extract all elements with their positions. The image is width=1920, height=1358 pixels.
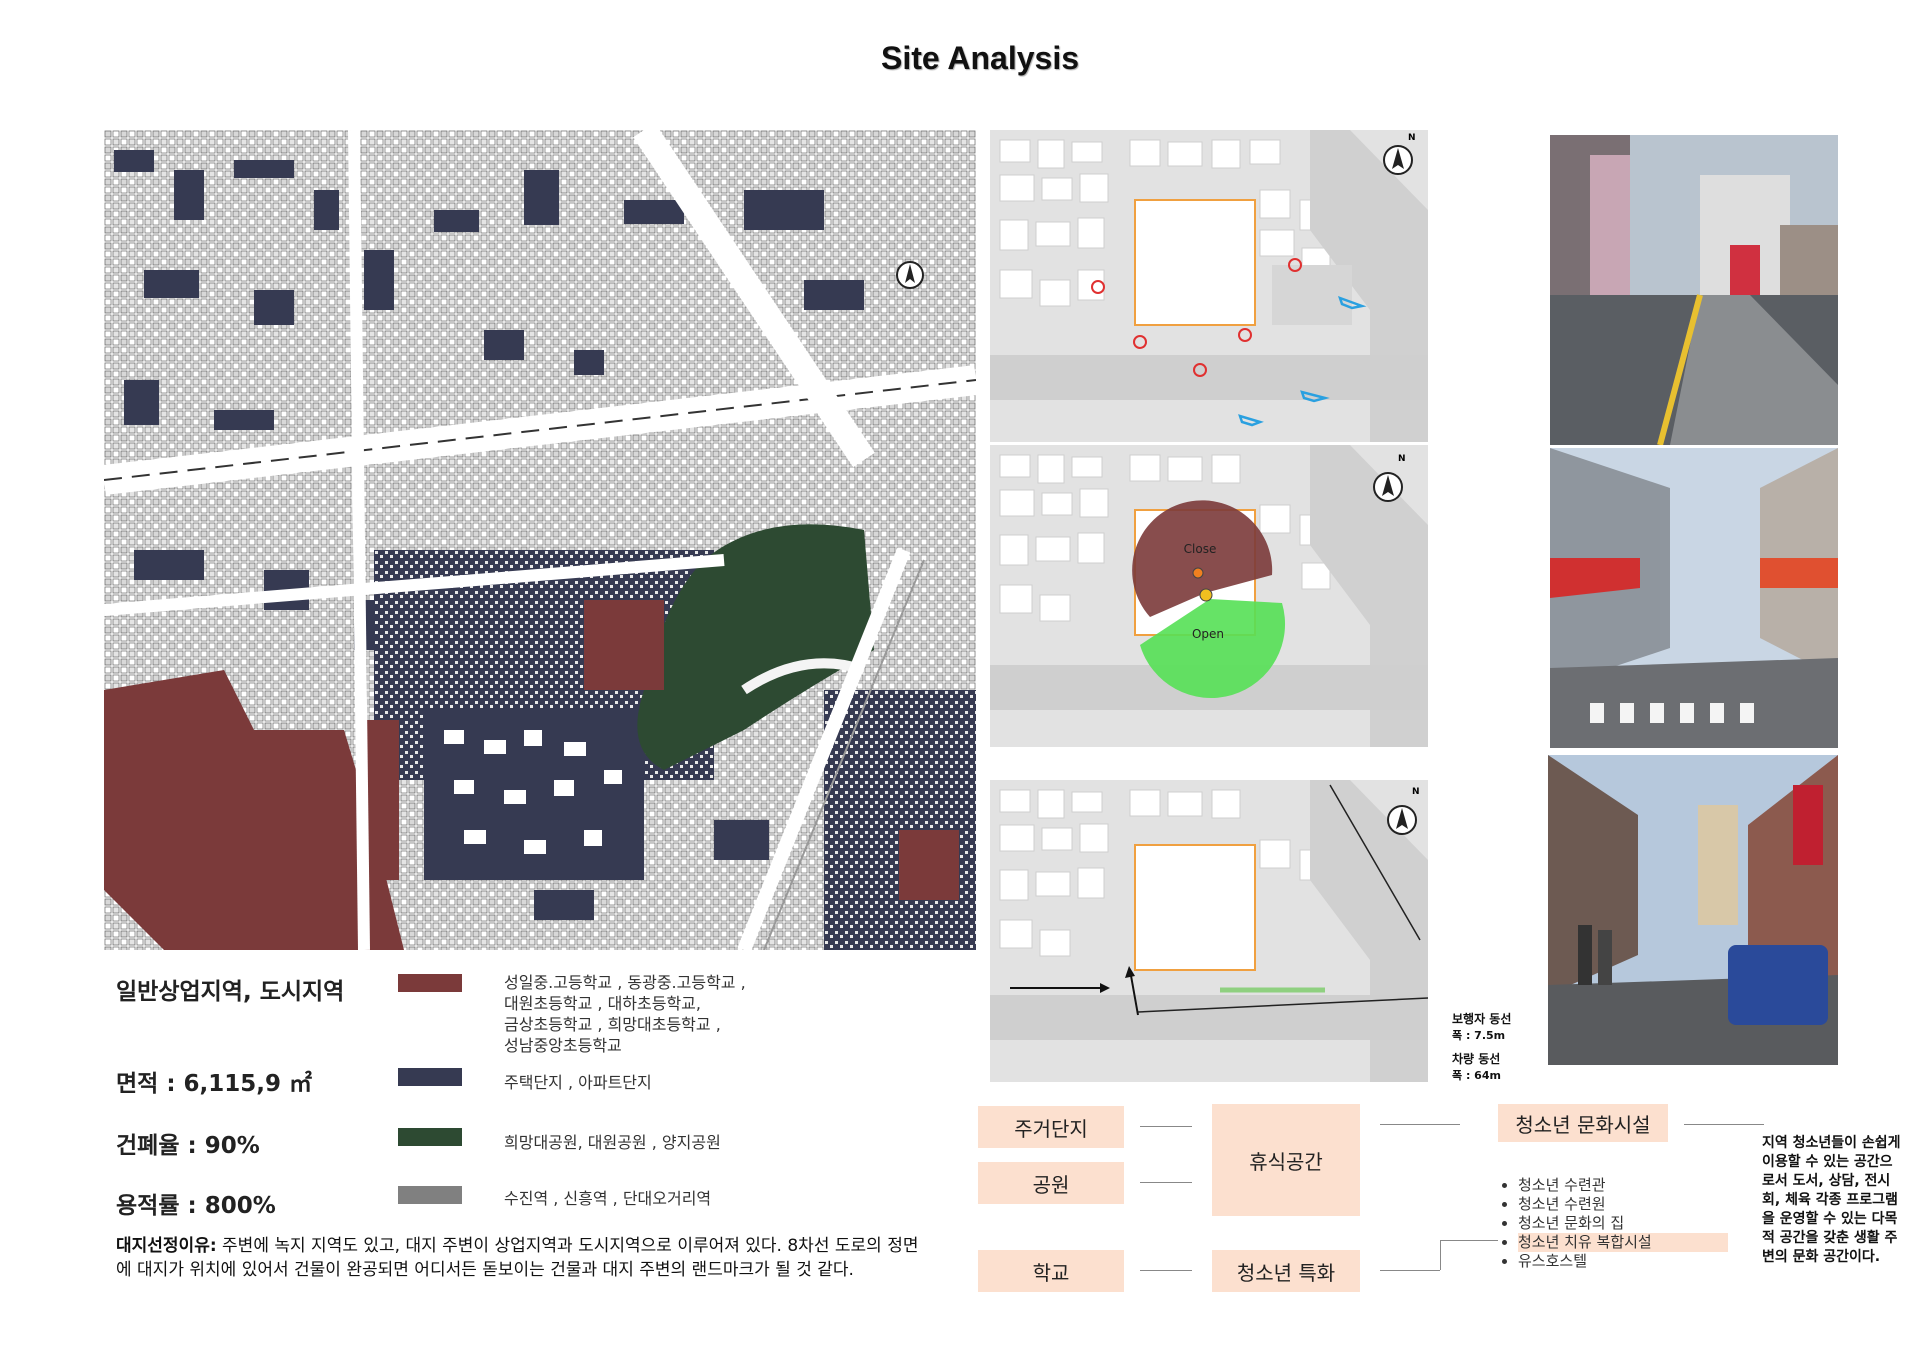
site-map-sun-wind: N bbox=[990, 130, 1428, 442]
north-label-1: N bbox=[1408, 133, 1416, 143]
legend-label-1: 면적 : 6,115,9 ㎡ bbox=[116, 1071, 313, 1097]
box-school: 학교 bbox=[978, 1250, 1124, 1292]
legend-desc-0: 성일중.고등학교 , 동광중.고등학교 , 대원초등학교 , 대하초등학교, 금… bbox=[504, 972, 746, 1056]
program-list: 청소년 수련관 청소년 수련원 청소년 문화의 집 청소년 치유 복합시설 유스… bbox=[1498, 1176, 1728, 1271]
box-rest-space: 휴식공간 bbox=[1212, 1104, 1360, 1216]
legend-swatch-park bbox=[398, 1128, 462, 1146]
legend-label-0: 일반상업지역, 도시지역 bbox=[116, 979, 345, 1005]
program-item: 청소년 문화의 집 bbox=[1518, 1214, 1728, 1233]
legend-swatch-residential bbox=[398, 1068, 462, 1086]
connector bbox=[1140, 1182, 1192, 1183]
legend-label-3: 용적률 : 800% bbox=[116, 1193, 276, 1219]
connector bbox=[1440, 1240, 1441, 1270]
north-label-2: N bbox=[1398, 454, 1406, 464]
legend-desc-1: 주택단지 , 아파트단지 bbox=[504, 1073, 652, 1092]
street-photo-1 bbox=[1550, 135, 1838, 445]
box-residential: 주거단지 bbox=[978, 1106, 1124, 1148]
legend-desc-line: 성남중앙초등학교 bbox=[504, 1036, 622, 1055]
legend-swatch-commercial bbox=[398, 974, 462, 992]
pedestrian-flow-label: 보행자 동선 폭 : 7.5m bbox=[1452, 1010, 1511, 1043]
program-item-highlight: 청소년 치유 복합시설 bbox=[1518, 1233, 1728, 1252]
program-item: 청소년 수련원 bbox=[1518, 1195, 1728, 1214]
program-item: 유스호스텔 bbox=[1518, 1252, 1728, 1271]
vehicle-label: 차량 동선 bbox=[1452, 1052, 1501, 1066]
box-park: 공원 bbox=[978, 1162, 1124, 1204]
site-map-circulation: N bbox=[990, 780, 1428, 1082]
close-label: Close bbox=[1184, 542, 1217, 556]
reason-text: 주변에 녹지 지역도 있고, 대지 주변이 상업지역과 도시지역으로 이루어져 … bbox=[116, 1236, 919, 1280]
connector bbox=[1380, 1270, 1440, 1271]
open-label: Open bbox=[1192, 627, 1224, 641]
urban-context-map bbox=[104, 130, 976, 950]
legend-swatch-station bbox=[398, 1186, 462, 1204]
connector bbox=[1440, 1240, 1498, 1241]
connector bbox=[1684, 1124, 1764, 1125]
connector bbox=[1140, 1270, 1192, 1271]
legend-desc-2: 희망대공원, 대원공원 , 양지공원 bbox=[504, 1133, 721, 1152]
vehicle-width: 폭 : 64m bbox=[1452, 1069, 1501, 1082]
box-youth-special: 청소년 특화 bbox=[1212, 1250, 1360, 1292]
facility-description: 지역 청소년들이 손쉽게 이용할 수 있는 공간으로서 도서, 상담, 전시회,… bbox=[1762, 1135, 1901, 1265]
street-photo-2 bbox=[1550, 448, 1838, 748]
urban-map-graphic bbox=[104, 130, 976, 950]
reason-label: 대지선정이유: bbox=[116, 1236, 217, 1256]
site-selection-reason: 대지선정이유: 주변에 녹지 지역도 있고, 대지 주변이 상업지역과 도시지역… bbox=[116, 1234, 926, 1282]
legend-desc-line: 성일중.고등학교 , 동광중.고등학교 , bbox=[504, 973, 746, 992]
legend-desc-line: 대원초등학교 , 대하초등학교, bbox=[504, 994, 701, 1013]
box-youth-culture: 청소년 문화시설 bbox=[1498, 1104, 1668, 1142]
pedestrian-width: 폭 : 7.5m bbox=[1452, 1029, 1506, 1042]
pedestrian-label: 보행자 동선 bbox=[1452, 1012, 1512, 1026]
program-item: 청소년 수련관 bbox=[1518, 1176, 1728, 1195]
legend-desc-line: 금상초등학교 , 희망대초등학교 , bbox=[504, 1015, 721, 1034]
connector bbox=[1380, 1124, 1460, 1125]
connector bbox=[1140, 1126, 1192, 1127]
street-photo-3 bbox=[1548, 755, 1838, 1065]
legend-label-2: 건폐율 : 90% bbox=[116, 1133, 260, 1159]
north-label-3: N bbox=[1412, 787, 1420, 797]
page-title: Site Analysis bbox=[880, 40, 1079, 76]
vehicle-flow-label: 차량 동선 폭 : 64m bbox=[1452, 1050, 1501, 1083]
site-map-view: Close Open N bbox=[990, 445, 1428, 747]
legend-desc-3: 수진역 , 신흥역 , 단대오거리역 bbox=[504, 1189, 712, 1208]
